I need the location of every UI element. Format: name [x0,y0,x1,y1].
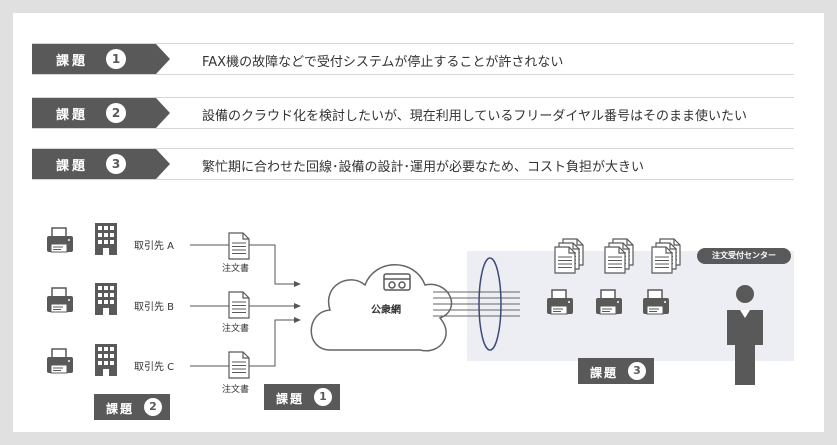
issue-tag-label: 課題 [56,54,89,69]
doc-stack-icon [652,239,680,273]
badge-number: 2 [144,398,162,416]
line-bundle-ellipse [478,257,502,351]
issue-badge-1: 課題 1 [264,384,340,410]
person-icon [727,285,763,385]
issue-badge-2: 課題 2 [94,394,170,420]
client-b: 取引先 B [46,283,174,315]
fax-icon [46,348,74,374]
order-doc-icon [228,291,250,319]
client-a: 取引先 A [46,223,174,255]
issue-tag-2: 課題 2 [32,98,170,128]
issue-tag-3: 課題 3 [32,149,170,179]
issue-number-badge: 1 [106,49,126,69]
badge-number: 3 [628,362,646,380]
building-icon [95,283,117,315]
freedial-icon [383,273,411,291]
doc-stack-icon [555,239,583,273]
issue-tag-label: 課題 [56,159,89,174]
order-center-label: 注文受付センター [697,248,791,264]
client-label: 取引先 A [134,240,174,252]
building-icon [95,223,117,255]
order-doc-label: 注文書 [222,262,249,274]
order-doc-label: 注文書 [222,383,249,395]
content-card [13,13,824,432]
client-arrows [190,244,301,367]
badge-label: 課題 [590,366,619,380]
issue-tag-label: 課題 [56,108,89,123]
building-icon [95,344,117,376]
fax-icon [46,227,74,253]
issue-number-badge: 3 [106,154,126,174]
client-c: 取引先 C [46,344,174,376]
issue-text: 繁忙期に合わせた回線･設備の設計･運用が必要なため、コスト負担が大きい [202,160,645,175]
badge-label: 課題 [106,402,135,416]
doc-stack-icon [605,239,633,273]
network-label: 公衆網 [371,303,401,316]
issue-text: 設備のクラウド化を検討したいが、現在利用しているフリーダイヤル番号はそのまま使い… [202,109,747,124]
client-label: 取引先 B [134,301,174,313]
order-doc-icon [228,232,250,260]
issue-badge-3: 課題 3 [578,358,654,384]
client-label: 取引先 C [134,361,174,373]
issue-number-badge: 2 [106,103,126,123]
connection-lines [433,291,520,317]
order-doc-icon [228,351,250,379]
issue-row-3: 課題 3 繁忙期に合わせた回線･設備の設計･運用が必要なため、コスト負担が大きい [32,148,794,180]
issue-tag-1: 課題 1 [32,44,170,74]
issue-row-1: 課題 1 FAX機の故障などで受付システムが停止することが許されない [32,43,794,75]
badge-number: 1 [314,388,332,406]
issue-row-2: 課題 2 設備のクラウド化を検討したいが、現在利用しているフリーダイヤル番号はそ… [32,97,794,129]
order-doc-label: 注文書 [222,322,249,334]
fax-icon [46,287,74,313]
public-network-cloud [310,264,453,352]
issue-text: FAX機の故障などで受付システムが停止することが許されない [202,55,564,70]
badge-label: 課題 [276,392,305,406]
